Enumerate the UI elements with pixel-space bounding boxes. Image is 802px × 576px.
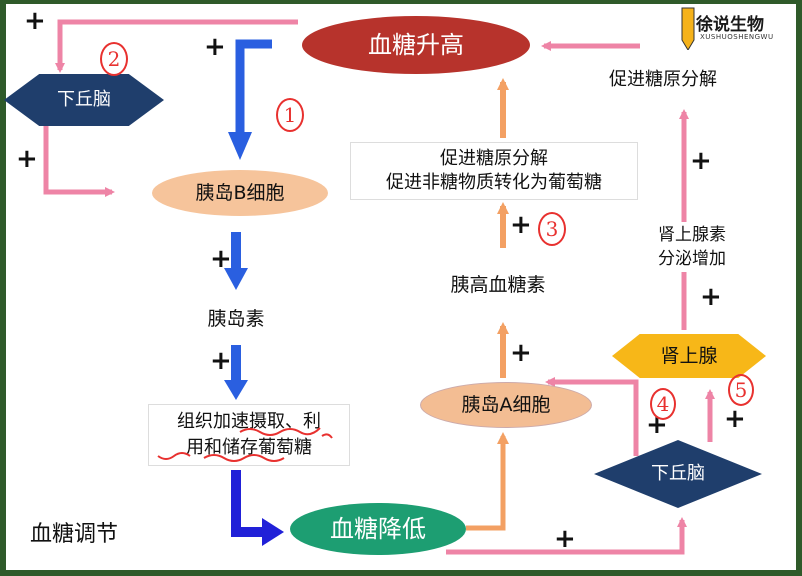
effect-line-1: 促进糖原分解 <box>440 148 548 169</box>
plus-sign: + <box>724 404 746 434</box>
handwritten-mark: 5 <box>728 374 754 406</box>
tissue-line-2: 用和储存葡萄糖 <box>186 437 312 458</box>
plus-sign: + <box>690 146 712 176</box>
arrow-orange-down-alpha <box>466 432 509 531</box>
pencil-icon <box>681 7 695 50</box>
arrow-pink-loop-left <box>55 19 298 73</box>
arrow-blue-top <box>235 39 272 150</box>
node-beta-cell: 胰岛B细胞 <box>152 170 328 216</box>
arrow-pink-down-hypo <box>446 517 687 555</box>
brand-logo: 徐说生物 XUSHUOSHENGWU <box>678 6 794 52</box>
plus-sign: + <box>16 144 38 174</box>
diagram-title: 血糖调节 <box>30 522 119 547</box>
plus-sign: + <box>700 282 722 312</box>
plus-sign: + <box>510 210 532 240</box>
handwritten-mark-label: 4 <box>656 392 670 416</box>
node-blood-sugar-up: 血糖升高 <box>302 16 530 74</box>
node-hypothalamus-left: 下丘脑 <box>4 74 164 126</box>
plus-sign: + <box>210 346 232 376</box>
node-effect-box: 促进糖原分解 促进非糖物质转化为葡萄糖 <box>350 142 638 200</box>
plus-sign: + <box>24 6 46 36</box>
node-adrenal: 肾上腺 <box>612 334 766 378</box>
handwritten-mark-label: 2 <box>107 47 121 71</box>
plus-sign: + <box>210 244 232 274</box>
node-glycogenolysis: 促进糖原分解 <box>609 69 717 90</box>
effect-line-2: 促进非糖物质转化为葡萄糖 <box>386 172 602 193</box>
arrow-pink-hypo-beta <box>43 110 115 197</box>
node-glucagon: 胰高血糖素 <box>450 274 546 296</box>
handwritten-mark: 2 <box>100 42 128 76</box>
node-alpha-cell: 胰岛A细胞 <box>420 382 592 428</box>
node-epinephrine: 肾上腺素 分泌增加 <box>644 222 740 272</box>
logo-subtext: XUSHUOSHENGWU <box>700 33 774 41</box>
plus-sign: + <box>510 338 532 368</box>
node-insulin: 胰岛素 <box>207 308 265 330</box>
handwritten-mark: 4 <box>650 388 676 420</box>
handwritten-mark: 1 <box>276 98 304 132</box>
epinephrine-line-1: 肾上腺素 <box>658 225 726 245</box>
plus-sign: + <box>204 32 226 62</box>
handwritten-mark-label: 5 <box>734 378 748 402</box>
handwritten-mark-label: 1 <box>283 103 297 127</box>
tissue-line-1: 组织加速摄取、利 <box>177 411 321 432</box>
node-blood-sugar-down: 血糖降低 <box>290 503 466 555</box>
handwritten-mark: 3 <box>538 212 566 246</box>
node-tissue-box: 组织加速摄取、利 用和储存葡萄糖 <box>148 404 350 466</box>
plus-sign: + <box>554 524 576 554</box>
logo-text: 徐说生物 <box>696 15 764 35</box>
handwritten-mark-label: 3 <box>545 217 559 241</box>
epinephrine-line-2: 分泌增加 <box>658 249 726 269</box>
